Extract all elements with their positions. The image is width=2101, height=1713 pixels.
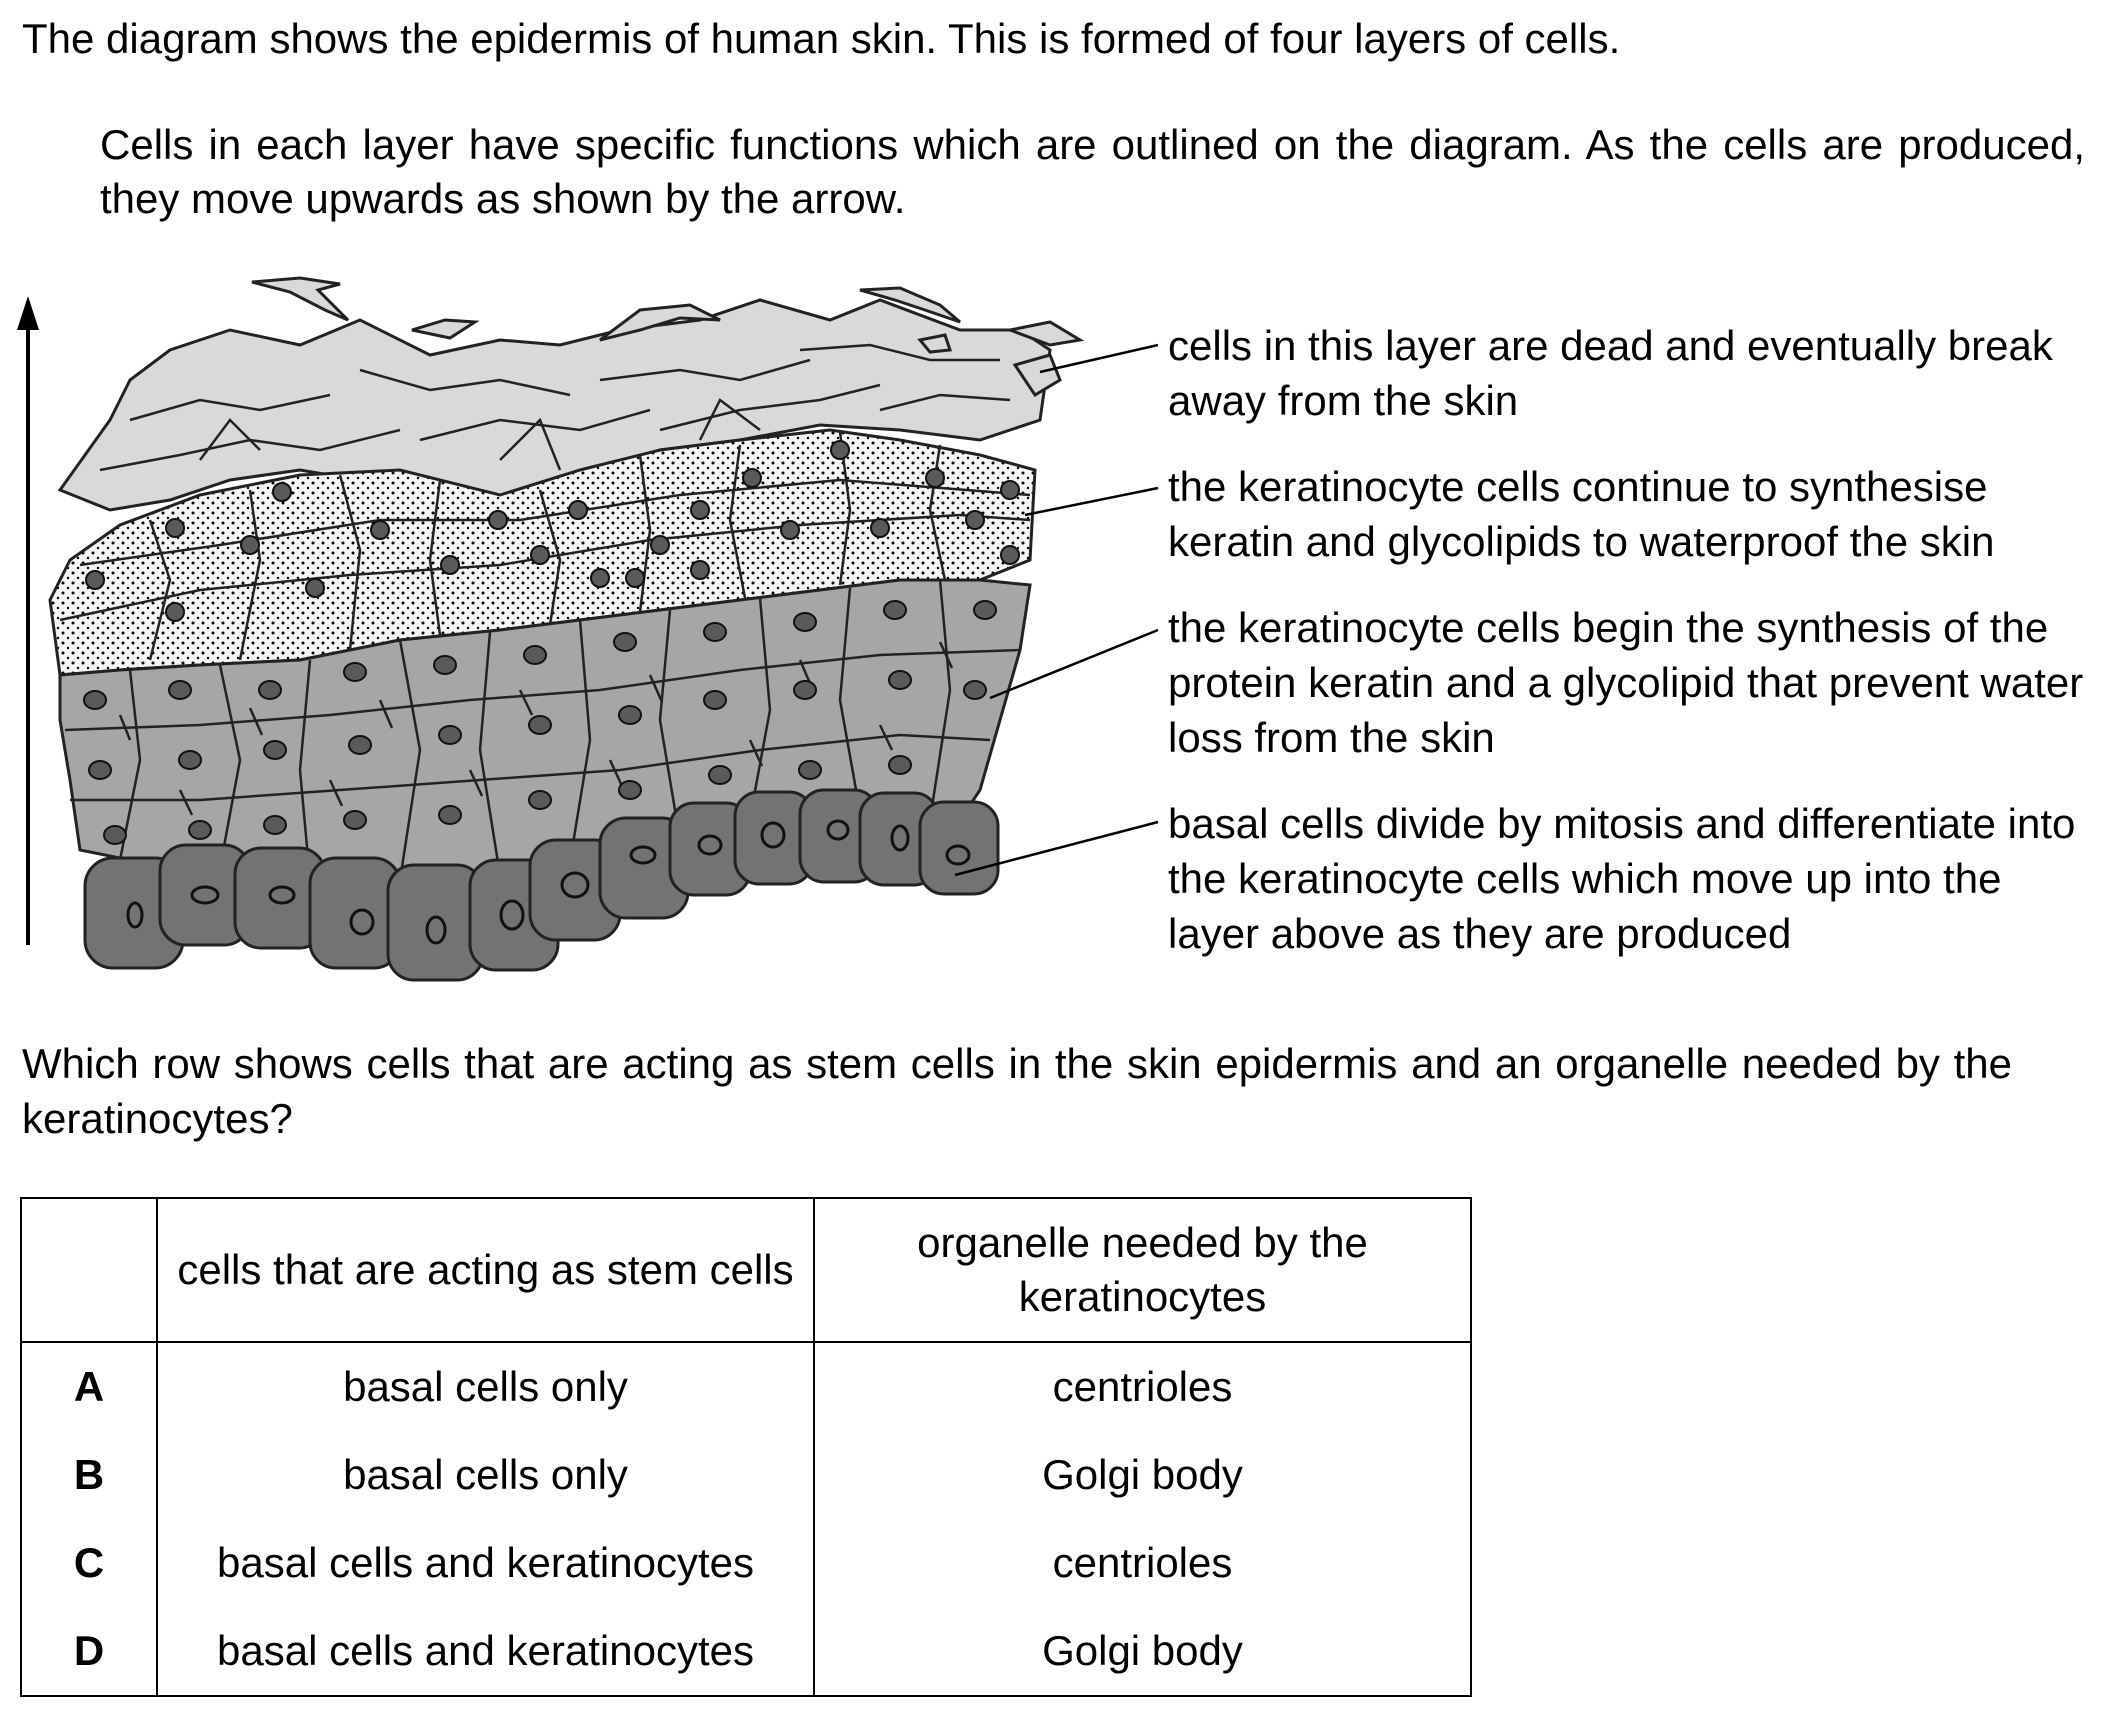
epidermis-diagram [17,276,1159,982]
option-row-a[interactable]: A basal cells only centrioles [20,1342,1472,1431]
option-organelle: Golgi body [813,1431,1472,1519]
movement-arrow [17,296,39,945]
header-stem-cells: cells that are acting as stem cells [156,1197,815,1343]
option-organelle: centrioles [813,1342,1472,1431]
option-organelle: centrioles [813,1519,1472,1607]
table-header-row: cells that are acting as stem cells orga… [20,1197,1472,1343]
option-letter: D [20,1607,158,1697]
question-text: Which row shows cells that are acting as… [22,1040,2012,1142]
intro-text: The diagram shows the epidermis of human… [22,15,1621,62]
label-dead-layer: cells in this layer are dead and eventua… [1168,322,2053,424]
pointer-lines [954,343,1159,877]
header-organelle: organelle needed by the keratinocytes [813,1197,1472,1343]
header-letter [20,1197,158,1343]
option-row-d[interactable]: D basal cells and keratinocytes Golgi bo… [20,1607,1472,1697]
option-cells: basal cells and keratinocytes [156,1607,815,1697]
label-granular-layer: the keratinocyte cells continue to synth… [1168,463,1995,565]
option-cells: basal cells only [156,1431,815,1519]
option-letter: C [20,1519,158,1607]
description-paragraph: Cells in each layer have specific functi… [100,121,2085,222]
option-row-c[interactable]: C basal cells and keratinocytes centriol… [20,1519,1472,1607]
option-cells: basal cells and keratinocytes [156,1519,815,1607]
basal-cell-layer [83,788,1000,982]
option-letter: A [20,1342,158,1431]
label-basal-layer: basal cells divide by mitosis and differ… [1168,800,2076,957]
option-cells: basal cells only [156,1342,815,1431]
label-spinous-layer: the keratinocyte cells begin the synthes… [1168,604,2084,761]
option-organelle: Golgi body [813,1607,1472,1697]
keratinocyte-granular-layer [48,428,1037,677]
dead-cell-layer [57,276,1085,512]
answer-table: cells that are acting as stem cells orga… [20,1197,1472,1697]
option-letter: B [20,1431,158,1519]
option-row-b[interactable]: B basal cells only Golgi body [20,1431,1472,1519]
